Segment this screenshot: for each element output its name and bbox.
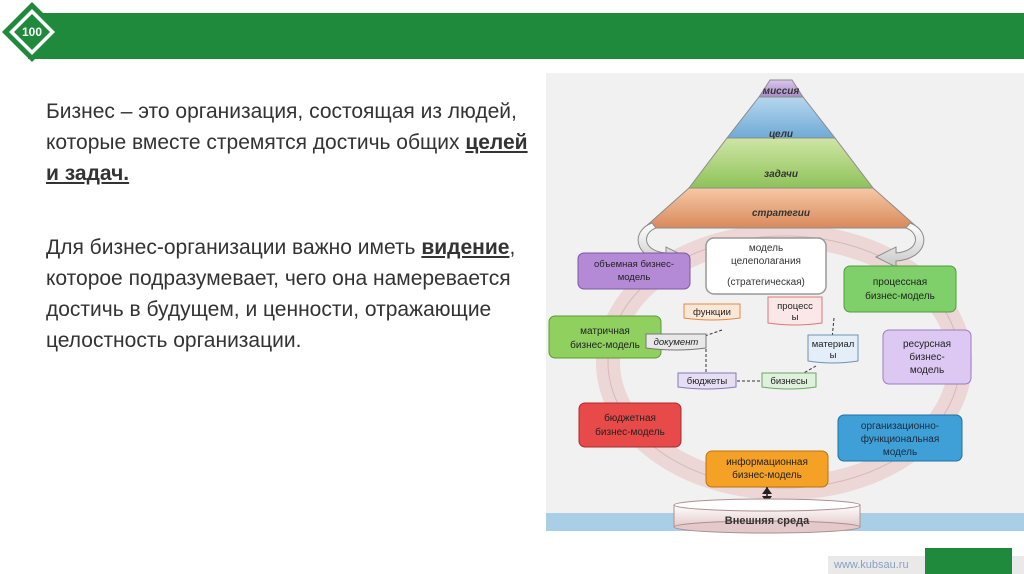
process-model-box: процессная бизнес-модель bbox=[843, 265, 957, 313]
center-line2: целеполагания bbox=[731, 256, 801, 267]
svg-text:функции: функции bbox=[693, 307, 731, 318]
svg-text:модель: модель bbox=[910, 365, 944, 376]
svg-text:ы: ы bbox=[792, 312, 799, 323]
svg-text:информационная: информационная bbox=[726, 456, 808, 468]
svg-text:бизнес-модель: бизнес-модель bbox=[570, 339, 640, 351]
svg-text:организационно-: организационно- bbox=[861, 421, 939, 432]
resource-model-box: ресурсная бизнес- модель bbox=[882, 329, 972, 385]
svg-text:бизнес-модель: бизнес-модель bbox=[595, 426, 665, 438]
volume-model-box: объемная бизнес- модель bbox=[577, 252, 691, 290]
svg-text:ы: ы bbox=[830, 350, 837, 361]
svg-text:бизнес-: бизнес- bbox=[909, 351, 944, 363]
svg-text:модель: модель bbox=[883, 447, 917, 458]
svg-text:бизнесы: бизнесы bbox=[770, 376, 807, 387]
svg-text:процесс: процесс bbox=[777, 301, 813, 312]
business-model-diagram: миссия цели задачи стратегии модель целе… bbox=[546, 73, 1024, 534]
pyramid-level-goals: цели bbox=[769, 129, 793, 140]
logo-text: 100 bbox=[22, 25, 42, 39]
paragraph1-emphasis: целей и задач. bbox=[46, 131, 528, 185]
svg-text:бизнес-модель: бизнес-модель bbox=[865, 290, 935, 302]
svg-text:бюджеты: бюджеты bbox=[687, 376, 728, 387]
svg-text:документ: документ bbox=[654, 337, 699, 348]
matrix-model-box: матричная бизнес-модель bbox=[548, 315, 662, 359]
footer-accent-bar bbox=[925, 548, 1012, 574]
inner-functions: функции bbox=[683, 303, 741, 321]
paragraph2-lead: Для бизнес-организации важно иметь bbox=[46, 236, 422, 259]
paragraph2-rest: , которое подразумевает, чего она намере… bbox=[46, 236, 516, 352]
svg-text:модель: модель bbox=[618, 272, 651, 283]
goal-pyramid: миссия цели задачи стратегии bbox=[642, 79, 920, 229]
university-logo: 100 bbox=[1, 1, 63, 63]
svg-text:ресурсная: ресурсная bbox=[903, 339, 951, 350]
paragraph2-emphasis: видение bbox=[421, 236, 510, 259]
goal-setting-model-box: модель целеполагания (стратегическая) bbox=[705, 237, 827, 295]
svg-text:бизнес-модель: бизнес-модель bbox=[732, 469, 802, 481]
svg-text:процессная: процессная bbox=[873, 277, 927, 288]
inner-budgets: бюджеты bbox=[677, 372, 737, 390]
budget-model-box: бюджетная бизнес-модель bbox=[578, 402, 682, 448]
paragraph1-lead: Бизнес – это организация, состоящая из л… bbox=[46, 100, 517, 154]
svg-text:Внешняя среда: Внешняя среда bbox=[725, 515, 810, 527]
paragraph-business-definition: Бизнес – это организация, состоящая из л… bbox=[46, 96, 546, 189]
center-line3: (стратегическая) bbox=[727, 277, 805, 288]
svg-text:объемная бизнес-: объемная бизнес- bbox=[594, 259, 674, 270]
svg-text:матричная: матричная bbox=[580, 326, 630, 337]
paragraph-vision: Для бизнес-организации важно иметь виден… bbox=[46, 232, 546, 356]
pyramid-level-tasks: задачи bbox=[764, 169, 798, 180]
info-model-box: информационная бизнес-модель bbox=[705, 450, 829, 488]
inner-processes: процесс ы bbox=[767, 296, 823, 326]
pyramid-level-mission: миссия bbox=[763, 86, 800, 97]
inner-materials: материал ы bbox=[807, 334, 859, 364]
inner-document: документ bbox=[645, 333, 707, 351]
svg-text:бюджетная: бюджетная bbox=[604, 412, 656, 424]
svg-text:материал: материал bbox=[812, 339, 855, 350]
center-line1: модель bbox=[749, 243, 783, 254]
svg-text:функциональная: функциональная bbox=[861, 433, 940, 445]
pyramid-level-strategies: стратегии bbox=[752, 208, 810, 219]
org-functional-model-box: организационно- функциональная модель bbox=[837, 414, 963, 462]
slide-body-text: Бизнес – это организация, состоящая из л… bbox=[46, 96, 546, 356]
external-environment: Внешняя среда bbox=[673, 498, 861, 534]
header-bar bbox=[28, 13, 1024, 59]
inner-businesses: бизнесы bbox=[761, 372, 817, 390]
